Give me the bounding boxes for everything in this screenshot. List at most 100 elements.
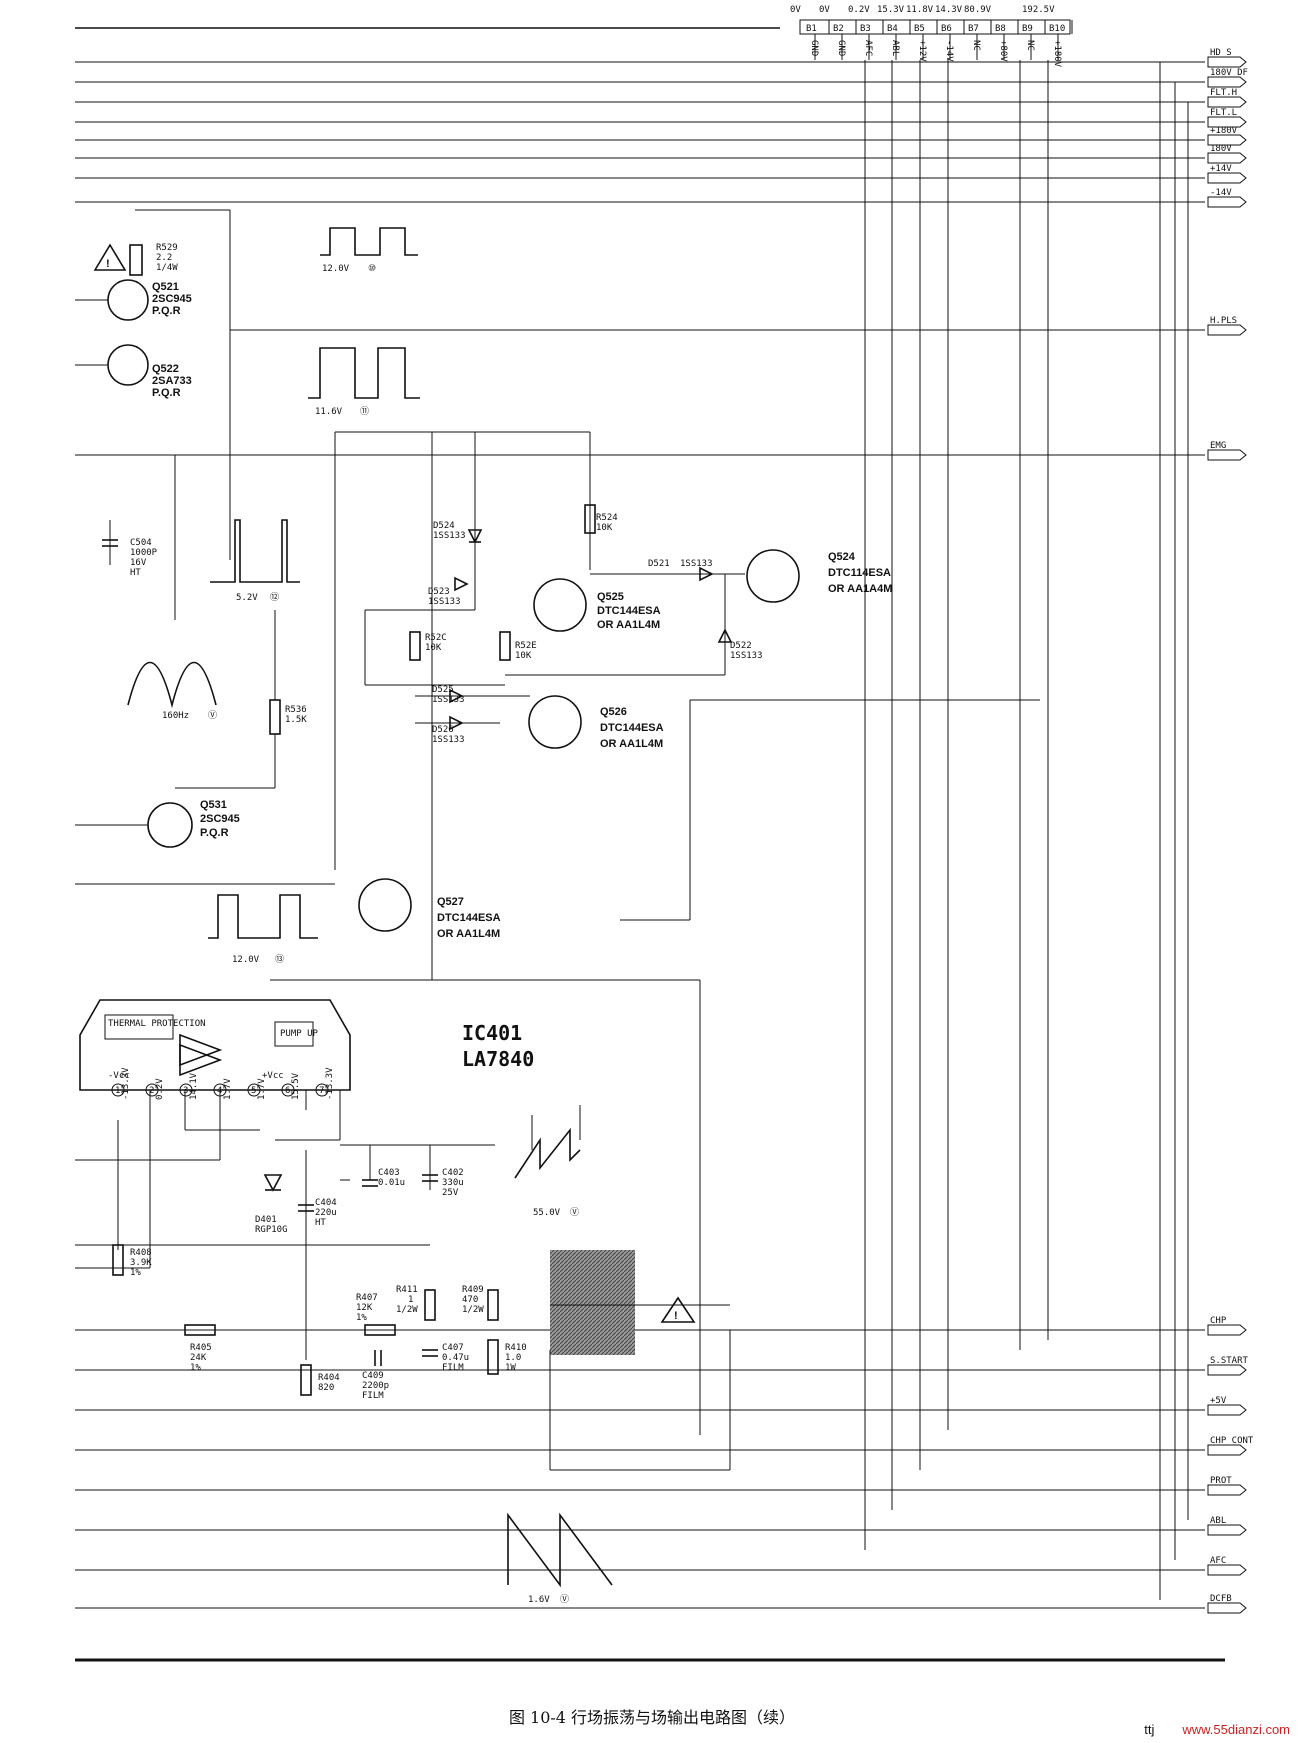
svg-text:820: 820 [318,1383,334,1393]
svg-text:HT: HT [315,1218,326,1228]
svg-text:+Vcc: +Vcc [262,1071,284,1081]
svg-text:PUMP UP: PUMP UP [280,1029,319,1039]
svg-text:R410: R410 [505,1343,527,1353]
svg-text:55.0V: 55.0V [533,1208,561,1218]
signal-port: CHP [1207,1316,1247,1336]
signal-port: H.PLS [1207,316,1247,336]
svg-text:7: 7 [319,1086,324,1096]
signal-port: PROT [1207,1476,1247,1496]
connector-pin: B2 [833,24,844,34]
connector-signal: AFC [863,40,873,56]
connector-voltage: 11.8V [906,5,934,15]
signal-port-label: CHP [1210,1316,1227,1326]
waveform-square-1: 12.0V ⑩ [320,227,418,274]
svg-text:OR AA1A4M: OR AA1A4M [828,583,892,595]
waveform-parabola: 160Hz Ⓥ [127,661,217,721]
signal-port: FLT.H [1207,88,1247,108]
svg-text:FILM: FILM [362,1391,384,1401]
diode-d523 [454,576,469,592]
resistor-r404 [300,1364,312,1396]
resistor-r407 [364,1324,396,1336]
signal-port-label: -14V [1210,188,1232,198]
transistor-q521 [107,279,149,321]
svg-text:Ⓥ: Ⓥ [208,710,217,721]
signal-port: ABL [1207,1516,1247,1536]
svg-text:2SC945: 2SC945 [200,813,240,825]
signal-port-label: DCFB [1210,1594,1232,1604]
svg-text:DTC144ESA: DTC144ESA [597,605,661,617]
svg-text:D401: D401 [255,1215,277,1225]
connector-pin: B4 [887,24,898,34]
svg-text:R411: R411 [396,1285,418,1295]
svg-text:12.0V: 12.0V [322,264,350,274]
svg-text:470: 470 [462,1295,478,1305]
ic-pin-voltage: 0.2V [155,1078,165,1100]
transistor-q525 [533,578,587,632]
signal-port: -14V [1207,188,1247,208]
resistor-r409 [487,1289,499,1321]
connector-signal: +80V [998,40,1008,62]
svg-text:Ⓥ: Ⓥ [560,1594,569,1605]
svg-text:1SS133: 1SS133 [433,531,466,541]
svg-text:1/2W: 1/2W [462,1305,484,1315]
waveform-sawtooth-2: 1.6V Ⓥ [507,1512,613,1605]
transistor-q531 [147,802,193,848]
svg-text:D526: D526 [432,725,454,735]
transistor-q522 [107,344,149,386]
svg-text:OR AA1L4M: OR AA1L4M [597,619,660,631]
svg-text:11.6V: 11.6V [315,407,343,417]
signal-port-label: ABL [1210,1516,1226,1526]
connector-voltage: 80.9V [964,5,992,15]
signal-port-label: S.START [1210,1356,1249,1366]
connector-signal: +12V [917,40,927,62]
svg-text:1%: 1% [130,1268,141,1278]
connector-voltage: 0V [790,5,801,15]
svg-text:16V: 16V [130,558,147,568]
svg-text:⑩: ⑩ [368,264,376,274]
signal-port: FLT.L [1207,108,1247,128]
svg-text:Q524: Q524 [828,551,856,563]
svg-text:1: 1 [408,1295,413,1305]
svg-text:P.Q.R: P.Q.R [200,827,229,839]
left-bus-lines [75,61,1205,1609]
ic-pin-voltage: -13.3V [325,1067,335,1100]
svg-text:2200p: 2200p [362,1381,389,1391]
signal-port-label: 180V [1210,144,1232,154]
svg-text:C404: C404 [315,1198,337,1208]
connector-pin: B1 [806,24,817,34]
svg-text:C407: C407 [442,1343,464,1353]
svg-text:Q521: Q521 [152,281,179,293]
svg-text:12.0V: 12.0V [232,955,260,965]
svg-text:1.5K: 1.5K [285,715,307,725]
diode-d401 [263,1174,283,1192]
svg-text:1SS133: 1SS133 [432,735,465,745]
svg-text:R409: R409 [462,1285,484,1295]
svg-text:1000P: 1000P [130,548,158,558]
svg-text:10K: 10K [425,643,442,653]
connector-pin: B9 [1022,24,1033,34]
svg-text:D525: D525 [432,685,454,695]
waveform-pulse: 5.2V ⑫ [210,519,300,603]
svg-text:0.47u: 0.47u [442,1353,469,1363]
svg-text:Q522: Q522 [152,363,179,375]
svg-text:DTC144ESA: DTC144ESA [437,912,501,924]
signal-port-label: H.PLS [1210,316,1237,326]
svg-text:RGP10G: RGP10G [255,1225,288,1235]
svg-text:R408: R408 [130,1248,152,1258]
svg-text:R52C: R52C [425,633,447,643]
watermark-site: www.55dianzi.com [1182,1722,1290,1737]
svg-text:C403: C403 [378,1168,400,1178]
svg-text:Q526: Q526 [600,706,627,718]
svg-text:0.01u: 0.01u [378,1178,405,1188]
resistor-r536 [269,699,281,735]
svg-text:LA7840: LA7840 [462,1047,534,1071]
signal-port-label: FLT.L [1210,108,1237,118]
svg-text:1/4W: 1/4W [156,263,178,273]
connector-voltage: 14.3V [935,5,963,15]
svg-text:12K: 12K [356,1303,373,1313]
svg-text:1SS133: 1SS133 [680,559,713,569]
svg-text:R404: R404 [318,1373,340,1383]
svg-text:3.9K: 3.9K [130,1258,152,1268]
